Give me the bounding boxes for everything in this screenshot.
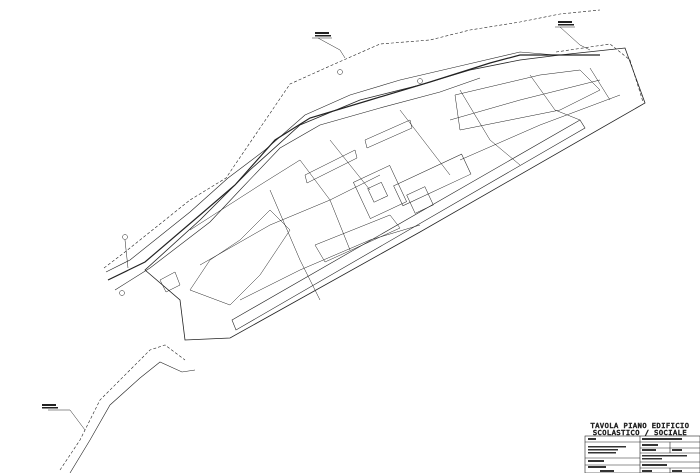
- small-structure: [159, 271, 181, 293]
- access-road-outer: [59, 344, 186, 471]
- road-edge-inner: [107, 54, 600, 281]
- parking-rows: [304, 119, 413, 184]
- access-road-inner: [69, 361, 196, 473]
- school-building: [353, 153, 472, 219]
- title-block: [584, 435, 700, 473]
- building-gym: [314, 214, 401, 263]
- road-edge-outer: [105, 51, 556, 273]
- building-east: [454, 69, 601, 131]
- building-west: [189, 209, 291, 306]
- outer-boundary-dashed: [103, 9, 601, 269]
- southern-strip: [231, 119, 586, 331]
- leader-annotations: [48, 26, 591, 431]
- outer-boundary-dashed-right: [555, 43, 644, 103]
- lot-lines: [189, 67, 621, 301]
- title-block-fields: [588, 438, 687, 472]
- drawing-title-line-1: TAVOLA PIANO EDIFICIO: [590, 422, 689, 430]
- drawing-title-line-2: SCOLASTICO / SOCIALE: [593, 429, 687, 437]
- leader-text-blocks: [42, 21, 574, 409]
- road-edge-inner-2: [114, 77, 481, 291]
- site-outline: [144, 47, 646, 341]
